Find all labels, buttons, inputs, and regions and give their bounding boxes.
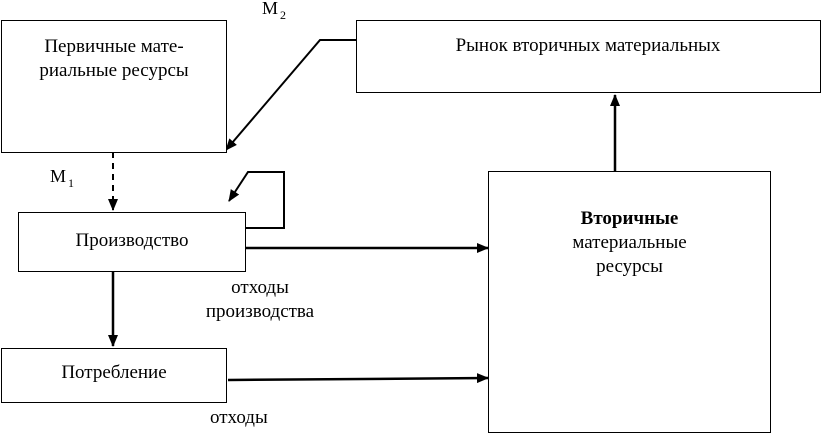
consumption-box: Потребление — [1, 348, 227, 403]
arrow-production-loop — [228, 171, 285, 229]
consumption-label: Потребление — [61, 362, 167, 383]
secondary-resources-line3: ресурсы — [596, 256, 663, 277]
secondary-market-label: Рынок вторичных материальных — [455, 35, 721, 56]
secondary-market-box: Рынок вторичных материальных — [356, 20, 821, 93]
primary-resources-box: Первичные мате- риальные ресурсы — [1, 20, 227, 153]
secondary-resources-line2: материальные — [572, 232, 687, 253]
label-waste: отходы — [210, 407, 268, 428]
primary-resources-line1: Первичные мате- — [44, 36, 184, 57]
secondary-resources-line1: Вторичные — [580, 208, 679, 229]
label-waste-production: отходы производства — [205, 277, 315, 322]
arrow-market-to-primary — [225, 39, 356, 151]
arrow-consumption-to-secondary — [227, 373, 489, 384]
primary-resources-line2: риальные ресурсы — [39, 60, 189, 81]
secondary-resources-box: Вторичные материальные ресурсы — [488, 171, 771, 433]
production-box: Производство — [18, 212, 246, 272]
production-label: Производство — [75, 230, 189, 251]
